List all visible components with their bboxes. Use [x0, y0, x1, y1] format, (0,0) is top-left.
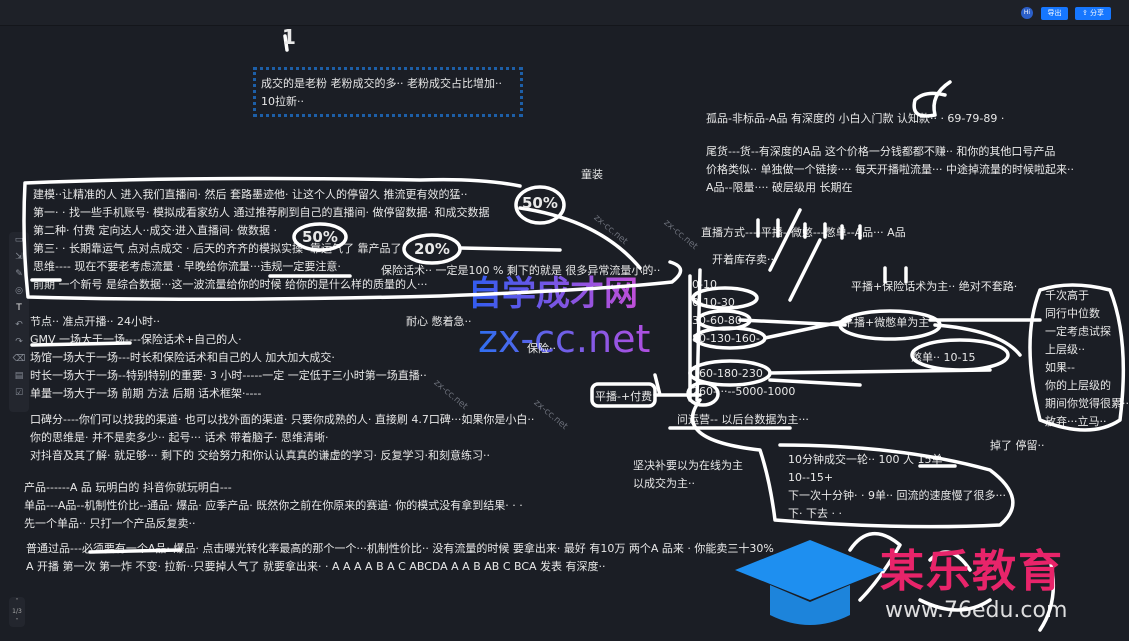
page-indicator[interactable]: ˄1/3˅ — [9, 597, 25, 627]
pen-icon[interactable]: ✎ — [15, 269, 23, 279]
top-bar: Hi 导出 ⇪ 分享 — [0, 0, 1129, 26]
eraser-icon[interactable]: ⌫ — [12, 354, 26, 364]
text-icon[interactable]: T — [16, 303, 22, 313]
watermark-small: zx-cc.net — [591, 213, 630, 247]
shape-icon[interactable]: ◎ — [15, 286, 23, 296]
label-naixin: 耐心 憋着急·· — [406, 315, 472, 328]
graduation-cap-logo — [735, 540, 885, 625]
edu-watermark-url: www.76edu.com — [885, 598, 1068, 623]
live-mode-stock: 开着库存卖·· — [712, 253, 774, 266]
text-block-ten-min[interactable]: 10分钟成交一轮·· 100 人 15单··10--15+下一次十分钟· · 9… — [788, 453, 1014, 520]
edu-watermark: 某乐教育 — [880, 546, 1064, 597]
undo-icon[interactable]: ↶ — [15, 320, 23, 330]
handwritten-page-number: 1 — [282, 25, 296, 49]
redo-icon[interactable]: ↷ — [15, 337, 23, 347]
handwritten-percent: 50% — [522, 194, 558, 212]
handwritten-percent: 50% — [302, 228, 338, 246]
label-tongzhuang: 童装 — [581, 168, 603, 181]
live-mode-title: 直播方式----平播--微憋---憋单--A品··· A品 — [701, 226, 906, 239]
live-mode-pingbo-biedan: 平播+微憋单为主 — [843, 316, 930, 329]
label-baoxian-huashu: 保险话术·· 一定是100 % 剩下的就是 很多异常流量小的·· — [381, 264, 661, 277]
text-block-product[interactable]: 产品------A 品 玩明白的 抖音你就玩明白---单品---A品--机制性价… — [24, 481, 523, 530]
watermark-url: zx-cc.net — [478, 317, 651, 361]
text-block-node[interactable]: 节点·· 准点开播·· 24小时··GMV 一场大于一场----保险话术+自己的… — [30, 315, 427, 400]
edit-icon[interactable]: ☑ — [14, 388, 24, 398]
text-block-jianjue[interactable]: 坚决补要以为在线为主以成交为主·· — [633, 459, 743, 490]
label-baoxian: 保险·· — [527, 342, 556, 355]
import-icon[interactable]: ⇲ — [15, 252, 23, 262]
export-button[interactable]: 导出 — [1041, 7, 1068, 20]
share-icon: ⇪ — [1081, 9, 1091, 17]
watermark-small: zx-cc.net — [661, 218, 700, 252]
note-box[interactable]: 成交的是老粉 老粉成交的多·· 老粉成交占比增加·· 10拉新·· — [253, 67, 523, 117]
right-list[interactable]: 千次高于同行中位数一定考虑试探上层级··如果--你的上层级的期间你觉得很累··放… — [1045, 289, 1129, 428]
share-button[interactable]: ⇪ 分享 — [1075, 7, 1111, 20]
handwritten-percent: 20% — [414, 240, 450, 258]
text-block-guopin[interactable]: 普通过品---必须要有一个A品· 爆品· 点击曝光转化率最高的那个一个···机制… — [26, 542, 774, 573]
text-block-gupin[interactable]: 孤品-非标品-A品 有深度的 小白入门款 认知款·· · 69-79-89 · — [706, 112, 1005, 125]
folder-icon[interactable]: ▭ — [14, 235, 24, 245]
text-block-weihuo[interactable]: 尾货---货--有深度的A品 这个价格一分钱都都不赚·· 和你的其他口号产品 价… — [706, 145, 1074, 194]
live-mode-biedan: 憋单·· 10-15 — [911, 351, 976, 364]
watermark-small: zx-cc.net — [531, 398, 570, 432]
live-mode-yunying: 问运营-- 以后台数据为主··· — [677, 413, 809, 426]
chevron-down-icon[interactable]: ˅ — [15, 618, 19, 625]
text-block-koubei[interactable]: 口碑分----你们可以找我的渠道· 也可以找外面的渠道· 只要你成熟的人· 直接… — [30, 413, 535, 462]
chevron-up-icon[interactable]: ˄ — [15, 598, 19, 605]
clear-icon[interactable]: ▤ — [14, 371, 24, 381]
avatar[interactable]: Hi — [1021, 7, 1033, 19]
live-mode-pingbo-baoxian: 平播+保险话术为主·· 绝对不套路· — [851, 280, 1018, 293]
watermark-small: zx-cc.net — [431, 378, 470, 412]
live-mode-pingbo-fufei: 平播-+付费 — [595, 390, 653, 403]
tool-palette: ▭ ⇲ ✎ ◎ T ↶ ↷ ⌫ ▤ ☑ — [9, 232, 29, 412]
watermark-text: 自学成才网 — [468, 274, 638, 314]
